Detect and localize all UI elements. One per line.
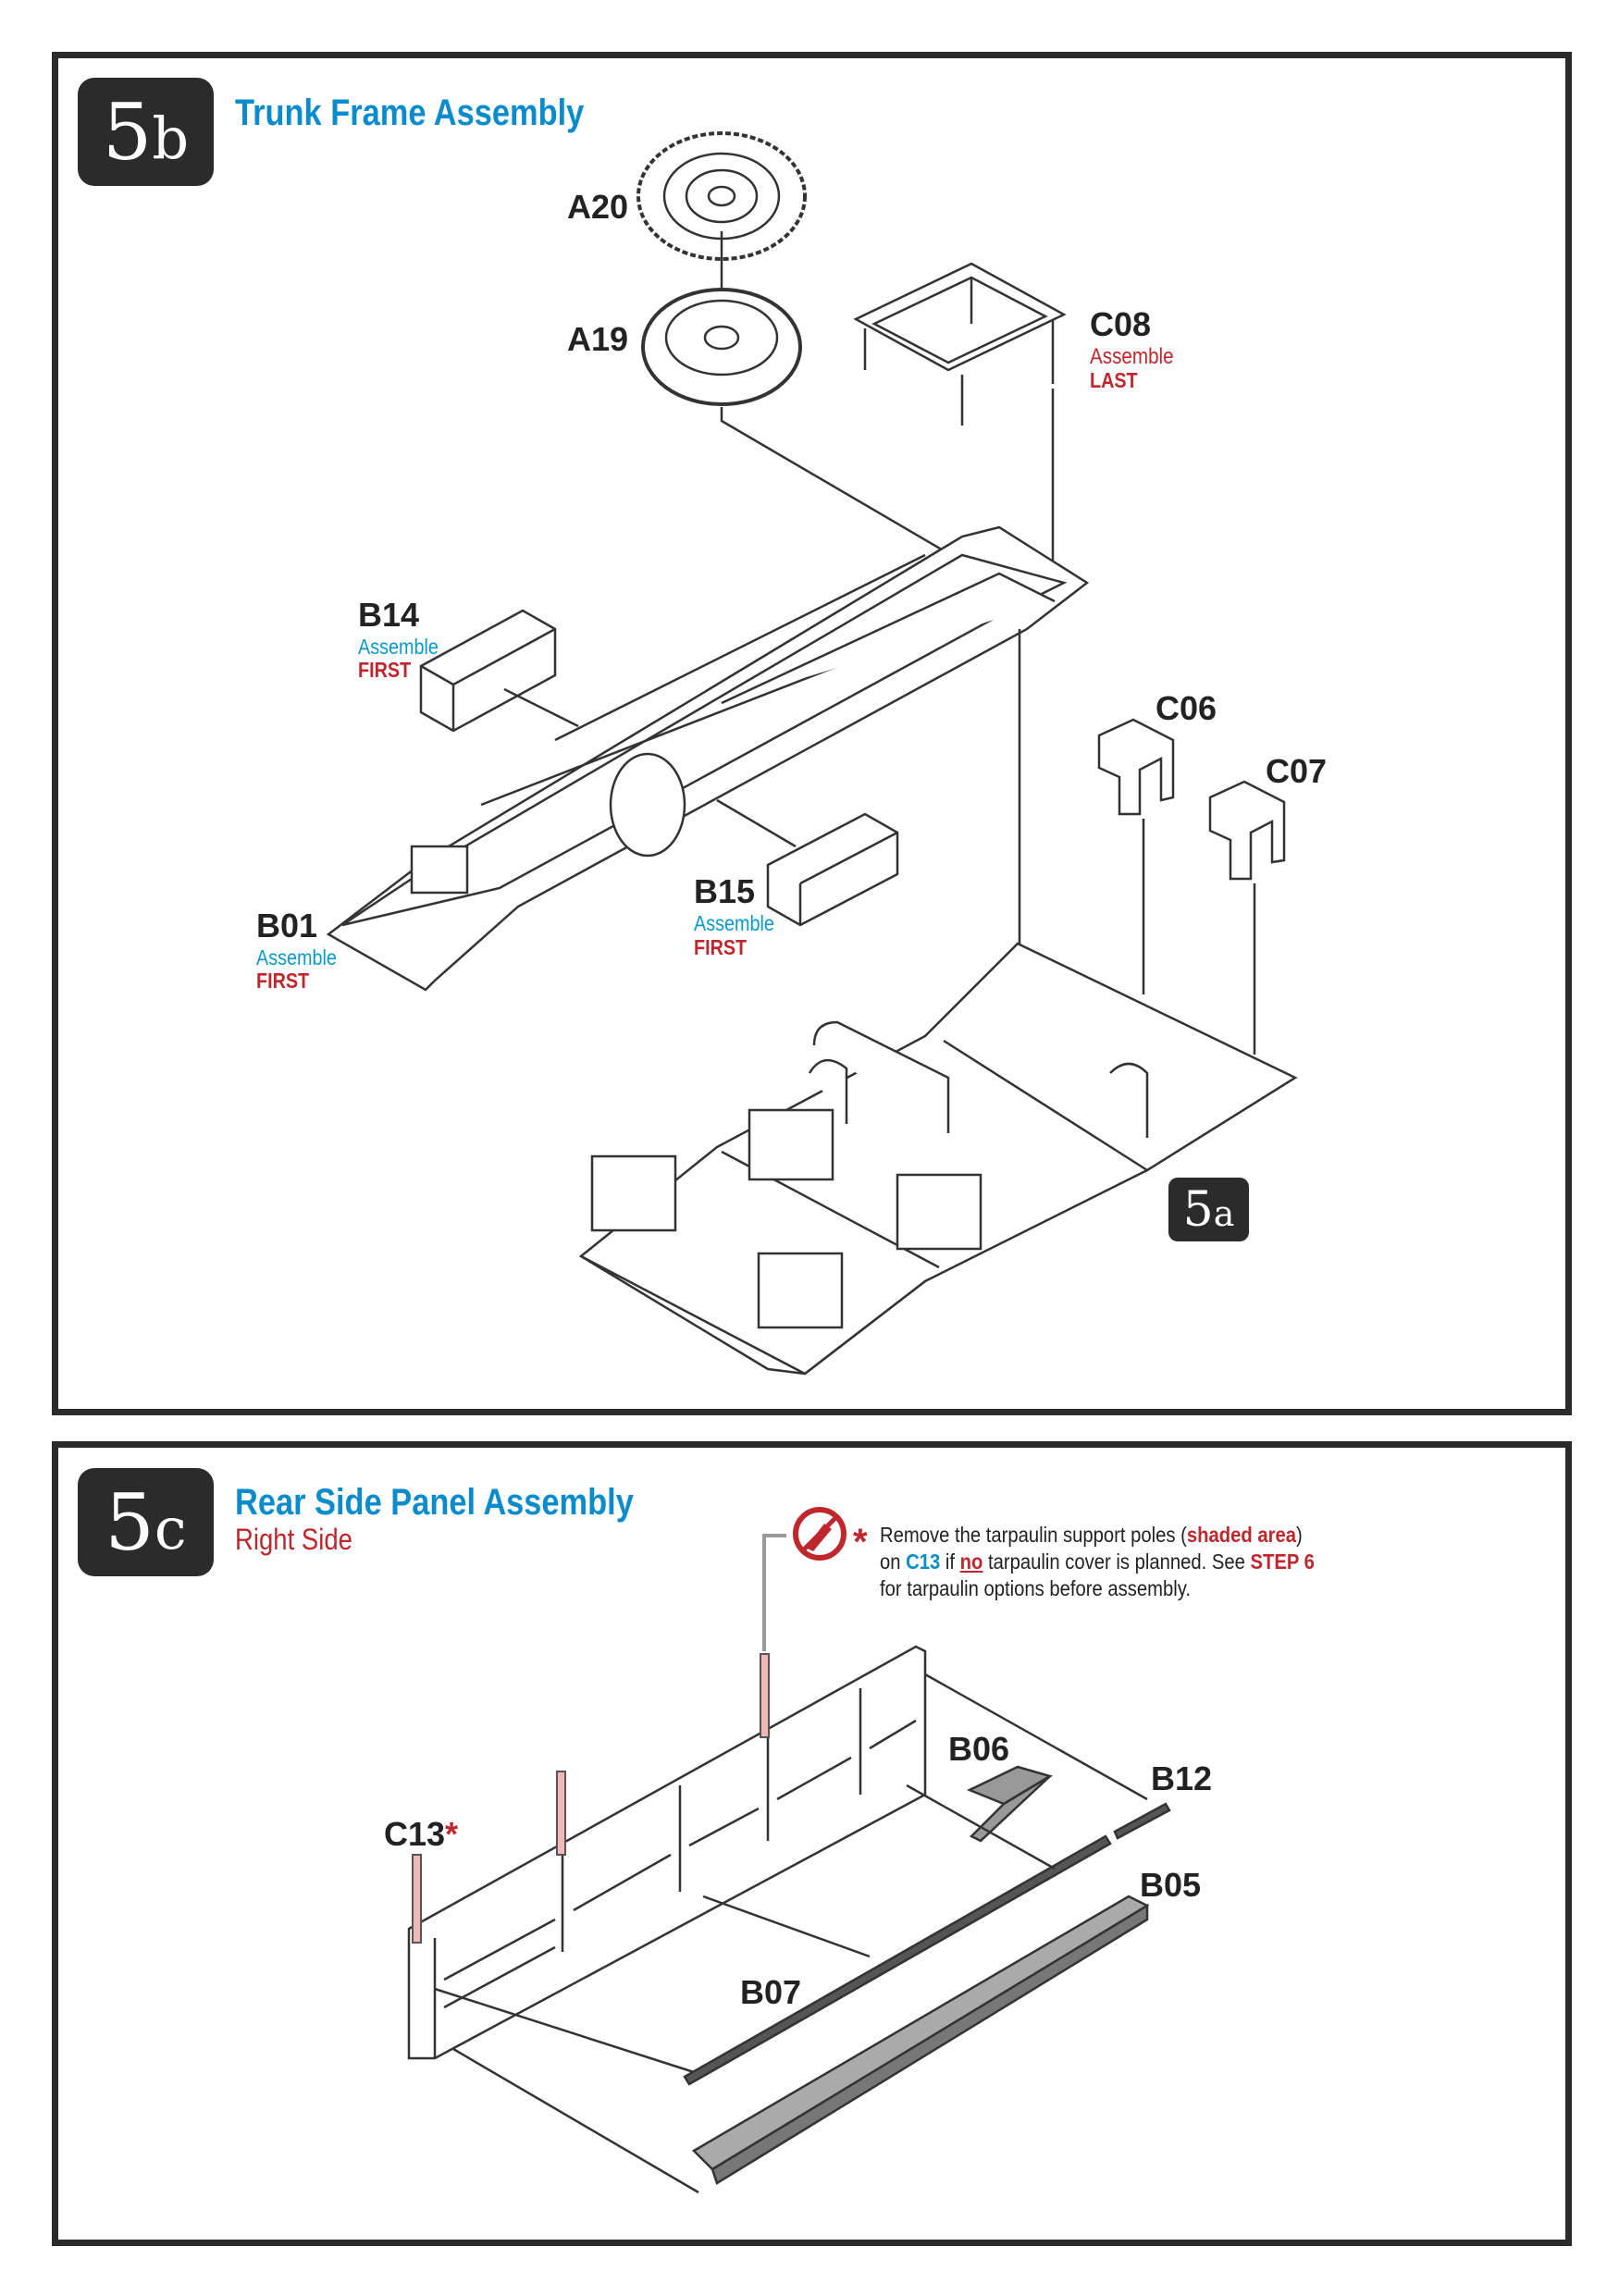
note-asterisk: * <box>853 1522 868 1562</box>
note-leader-line <box>762 1534 786 1651</box>
b15-assemble-note: Assemble <box>694 911 774 935</box>
chassis-frame-b01 <box>326 525 1090 992</box>
part-b06 <box>966 1765 1054 1843</box>
tire-a20 <box>636 131 807 261</box>
step-number: 5 <box>102 86 153 178</box>
arrow-b15 <box>716 798 797 848</box>
b01-first-note: FIRST <box>256 969 310 993</box>
label-b05: B05 <box>1140 1866 1202 1904</box>
wheel-a19 <box>641 288 802 406</box>
label-b14: B14 <box>358 596 420 634</box>
ref-step-letter: a <box>1213 1192 1235 1234</box>
note-text: on <box>880 1549 907 1574</box>
truck-bed-floor-5a <box>578 942 1298 1376</box>
ref-step-number: 5 <box>1182 1181 1214 1238</box>
note-text: tarpaulin cover is planned. See <box>983 1549 1251 1574</box>
step-5b-frame <box>52 52 1572 1415</box>
note-part-c13: C13 <box>906 1549 941 1574</box>
c08-assemble-note: Assemble <box>1090 344 1174 369</box>
part-b15 <box>766 812 899 927</box>
tarpaulin-poles <box>412 1653 770 1944</box>
label-b01: B01 <box>256 907 318 944</box>
b15-first-note: FIRST <box>694 935 748 959</box>
step-5c-subtitle: Right Side <box>235 1523 352 1556</box>
step-letter: c <box>154 1494 187 1562</box>
note-text: if <box>940 1549 960 1574</box>
no-cutting-icon <box>793 1507 847 1561</box>
note-line-2: on C13 if no tarpaulin cover is planned.… <box>880 1551 1315 1573</box>
c13-asterisk: * <box>445 1815 459 1853</box>
note-line-3: for tarpaulin options before assembly. <box>880 1576 1192 1600</box>
arrow-b14 <box>503 687 579 728</box>
side-panel-c13 <box>407 1645 927 2060</box>
part-b05 <box>691 1895 1150 2185</box>
b14-assemble-note: Assemble <box>358 635 439 659</box>
label-b12: B12 <box>1151 1759 1213 1797</box>
label-c08: C08 <box>1090 305 1152 343</box>
b01-assemble-note: Assemble <box>256 945 337 969</box>
note-line-1: Remove the tarpaulin support poles (shad… <box>880 1524 1303 1546</box>
note-text: ) <box>1296 1523 1303 1547</box>
c13-code: C13 <box>384 1815 446 1853</box>
c08-last-note: LAST <box>1090 368 1138 392</box>
step-5c-frame <box>52 1441 1572 2246</box>
part-b12 <box>1113 1802 1171 1840</box>
label-c07: C07 <box>1266 752 1328 790</box>
step-number: 5 <box>105 1476 154 1568</box>
part-b14 <box>419 609 557 733</box>
label-b07: B07 <box>740 1973 802 2011</box>
part-c06 <box>1097 718 1175 816</box>
part-c07 <box>1208 780 1286 881</box>
note-text: Remove the tarpaulin support poles ( <box>880 1523 1187 1547</box>
step-letter: b <box>152 104 190 172</box>
b14-first-note: FIRST <box>358 658 412 682</box>
note-step-6: STEP 6 <box>1250 1549 1315 1574</box>
step-5b-title: Trunk Frame Assembly <box>235 93 585 133</box>
label-a19: A19 <box>567 320 629 358</box>
label-c06: C06 <box>1156 689 1217 727</box>
label-b06: B06 <box>948 1730 1010 1768</box>
assembly-arrows-5c <box>434 1673 1148 2194</box>
note-shaded-area: shaded area <box>1186 1523 1297 1547</box>
note-no: no <box>959 1549 983 1574</box>
label-c13: C13* <box>384 1815 458 1854</box>
step-5c-title: Rear Side Panel Assembly <box>235 1482 634 1523</box>
part-b07 <box>683 1834 1112 2086</box>
label-a20: A20 <box>567 188 629 226</box>
label-b15: B15 <box>694 872 756 910</box>
part-c08 <box>853 262 1067 426</box>
